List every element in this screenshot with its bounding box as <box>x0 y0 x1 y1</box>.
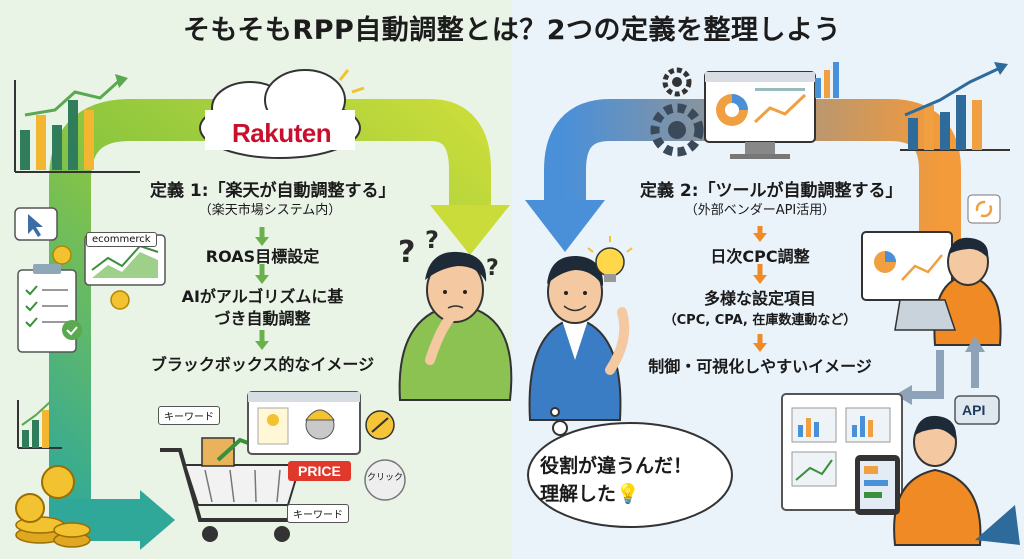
coin-icon <box>52 245 130 310</box>
refresh-icon <box>967 194 1001 224</box>
analytics-card <box>84 234 166 286</box>
click-label: クリック <box>367 473 404 483</box>
left-step-2a: AIがアルゴリズムに基 <box>181 287 344 306</box>
right-step-3: 制御・可視化しやすいイメージ <box>648 357 872 376</box>
ecommerce-tag: ecommerck <box>86 232 157 247</box>
monitor-icon <box>704 71 816 159</box>
price-tag: PRICE <box>288 461 351 481</box>
dashboard-panel <box>781 393 903 511</box>
wrench-icon <box>365 410 395 440</box>
idea-person <box>528 255 630 421</box>
coin-icon <box>15 465 91 548</box>
bar-chart-icon <box>14 74 140 173</box>
rakuten-logo: Rakuten <box>232 118 332 148</box>
api-connector <box>895 336 1000 425</box>
page-title: そもそもRPP自動調整とは？2つの定義を整理しよう <box>182 15 842 46</box>
api-label: API <box>962 402 986 418</box>
left-definition-subtitle: （楽天市場システム内） <box>198 203 342 218</box>
right-step-2-detail: （CPC, CPA, 在庫数連動など） <box>663 313 857 328</box>
left-step-2b: づき自動調整 <box>214 309 311 328</box>
question-mark-icon: ? <box>425 226 439 254</box>
keyword-tag: キーワード <box>158 406 220 425</box>
left-step-3: ブラックボックス的なイメージ <box>150 355 375 374</box>
right-definition-subtitle: （外部ベンダーAPI活用） <box>684 203 836 218</box>
gear-icon <box>650 67 704 157</box>
cursor-icon <box>14 207 58 241</box>
right-step-1: 日次CPC調整 <box>710 247 810 266</box>
question-mark-icon: ? <box>398 235 415 270</box>
question-mark-icon: ? <box>486 256 499 281</box>
click-icon <box>364 459 406 501</box>
bar-chart-icon <box>17 400 62 449</box>
bubble-text: 役割が違うんだ！ 理解した💡 <box>540 452 720 508</box>
right-definition-title: 定義 2:「ツールが自動調整する」 <box>640 181 903 201</box>
bubble-line-1: 役割が違うんだ！ <box>540 455 693 477</box>
bubble-line-2: 理解した💡 <box>540 483 640 505</box>
cloud-icon <box>199 69 365 159</box>
right-step-arrows <box>753 226 767 352</box>
ad-screen <box>247 391 361 455</box>
left-step-1: ROAS目標設定 <box>205 247 320 266</box>
right-step-2: 多様な設定項目 <box>703 289 816 308</box>
thought-bubble <box>527 407 733 528</box>
left-step-arrows <box>255 227 269 350</box>
keyword-tag: キーワード <box>287 504 349 523</box>
checklist-icon <box>17 264 82 353</box>
tablet-icon <box>855 415 1020 546</box>
left-definition-title: 定義 1:「楽天が自動調整する」 <box>150 181 396 201</box>
lightbulb-icon <box>587 236 633 282</box>
laptop-person <box>861 231 1002 346</box>
shopping-cart-icon <box>160 415 302 542</box>
confused-person: ? ? ? <box>398 226 513 401</box>
bar-chart-icon <box>815 62 1010 151</box>
